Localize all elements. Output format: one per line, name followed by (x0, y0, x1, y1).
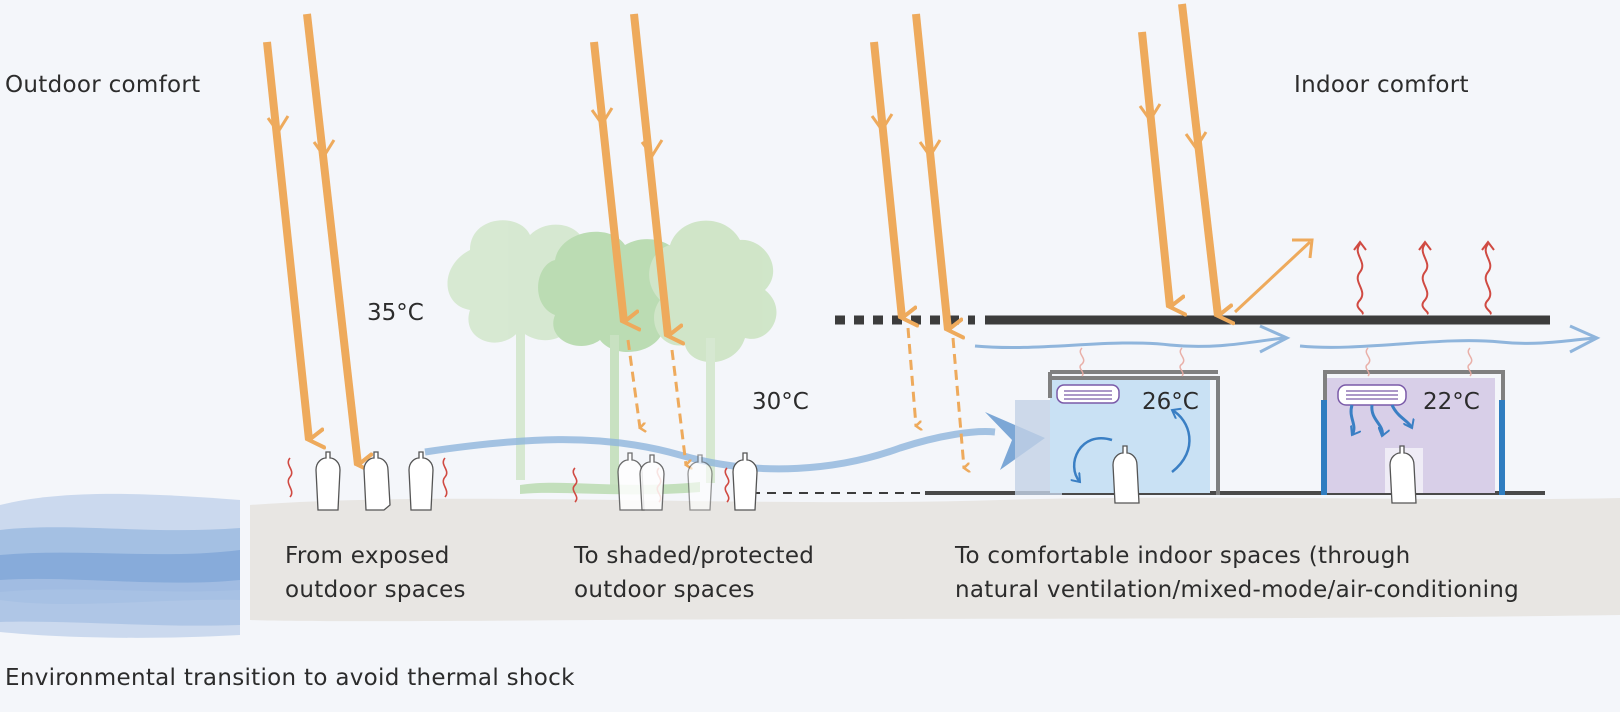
air-conditioner-icon (1337, 384, 1412, 436)
water-icon (0, 493, 240, 638)
zone-indoor-line2: natural ventilation/mixed-mode/air-condi… (955, 577, 1520, 603)
zone-exposed-line1: From exposed (285, 543, 450, 569)
tree-icon (447, 220, 777, 495)
temperature-natural-ventilation: 26°C (1142, 389, 1199, 415)
heat-wave-icon (1353, 240, 1495, 315)
outdoor-comfort-title: Outdoor comfort (5, 72, 201, 98)
temperature-air-conditioned: 22°C (1423, 389, 1480, 415)
person-icon (315, 445, 1417, 511)
airflow-arrow-icon (1299, 336, 1596, 349)
sun-ray-arrow (626, 327, 964, 468)
zone-shaded-line1: To shaded/protected (574, 543, 815, 569)
ground-band (250, 497, 1620, 622)
footer-caption: Environmental transition to avoid therma… (5, 665, 575, 691)
zone-indoor-line1: To comfortable indoor spaces (through (955, 543, 1411, 569)
zone-shaded-line2: outdoor spaces (574, 577, 755, 603)
temperature-shaded: 30°C (752, 389, 809, 415)
air-conditioner-icon (1056, 384, 1120, 404)
temperature-exposed: 35°C (367, 300, 424, 326)
sun-ray-arrow (1233, 238, 1314, 314)
sun-ray-arrow (263, 3, 1218, 465)
heat-wave-icon (1079, 347, 1473, 377)
zone-exposed-line2: outdoor spaces (285, 577, 466, 603)
airflow-arrow-icon (974, 336, 1286, 350)
indoor-comfort-title: Indoor comfort (1294, 72, 1469, 98)
